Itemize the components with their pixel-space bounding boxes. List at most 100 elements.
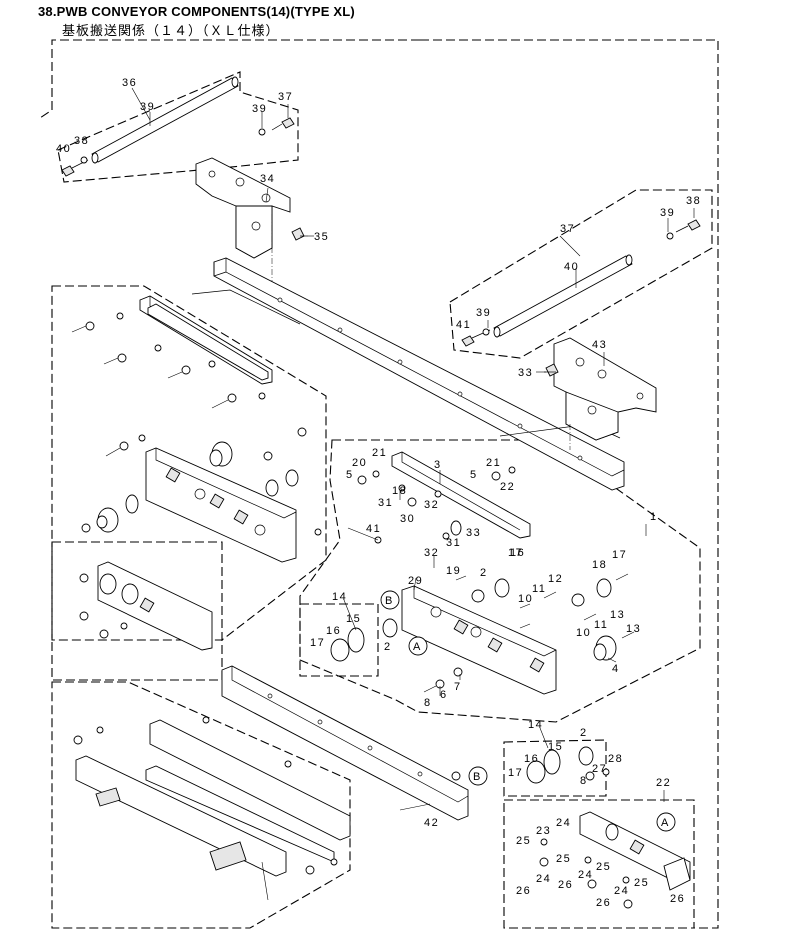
callout-4: 4 xyxy=(612,663,620,675)
callout-17-right: 17 xyxy=(612,549,627,561)
callout-8-center: 8 xyxy=(424,697,432,709)
callout-14-lower: 15 xyxy=(548,741,563,753)
callout-10-upper: 11 xyxy=(532,583,546,595)
ref-marker-label: A xyxy=(413,641,422,653)
callout-25-a: 24 xyxy=(556,817,571,829)
bolt-36 xyxy=(291,227,308,241)
screw-38-right xyxy=(675,219,701,233)
ref-marker-label: B xyxy=(385,595,394,607)
ref-marker-label: B xyxy=(473,771,482,783)
callout-35: 34 xyxy=(260,173,275,185)
callout-2-center: 2 xyxy=(480,567,488,579)
callout-32-upper: 31 xyxy=(378,497,393,509)
callout-42: 41 xyxy=(366,523,381,535)
callout-2-group13: 2 xyxy=(384,641,392,653)
callout-14-center: 15 xyxy=(346,613,361,625)
group-13-center-parts xyxy=(330,618,398,662)
washer-39-left-top xyxy=(258,128,266,136)
callout-18-center: 17 xyxy=(508,547,523,559)
group-13-center-boundary xyxy=(299,603,379,677)
callout-9-upper: 10 xyxy=(518,593,533,605)
left-upper-fasteners xyxy=(71,312,322,536)
callout-41-left: 40 xyxy=(56,143,71,155)
ref-marker-label: A xyxy=(661,817,670,829)
lower-long-beam-43 xyxy=(221,665,469,821)
callout-31-lower: 31 xyxy=(446,537,461,549)
bracket-44 xyxy=(553,337,657,450)
callout-15-center: 16 xyxy=(326,625,341,637)
callout-39-right: 39 xyxy=(476,307,491,319)
left-conveyor-rail xyxy=(139,295,273,385)
callout-24-a: 23 xyxy=(536,825,551,837)
left-side-plate xyxy=(145,447,297,563)
center-conveyor-rail-3 xyxy=(391,451,531,539)
center-right-hardware xyxy=(455,573,635,661)
callout-1: 1 xyxy=(650,511,658,523)
callout-19: 18 xyxy=(392,485,407,497)
callout-8-lower: 8 xyxy=(580,775,588,787)
callout-27: 26 xyxy=(670,893,685,905)
bracket-35 xyxy=(195,157,291,282)
ref-marker-b-lower: B xyxy=(468,766,488,786)
callout-11-lower: 13 xyxy=(610,609,625,621)
group-13-lower-boundary xyxy=(503,739,607,797)
page-subtitle: 基板搬送関係（１４）（ＸＬ仕様） xyxy=(62,24,280,39)
washer-39-right-top xyxy=(666,232,674,240)
center-right-group-boundary xyxy=(299,439,701,723)
callout-28: 27 xyxy=(592,763,607,775)
callout-12: 13 xyxy=(626,623,641,635)
left-top-boundary xyxy=(39,39,420,119)
callout-labels: 36 39 39 37 38 40 34 35 37 40 39 38 39 4… xyxy=(56,77,701,909)
callout-2-lower: 2 xyxy=(580,727,588,739)
callout-23: 22 xyxy=(656,777,671,789)
ref-marker-b-upper: B xyxy=(380,590,400,610)
center-fasteners xyxy=(357,466,516,544)
callout-31-upper: 30 xyxy=(400,513,415,525)
callout-22-right: 22 xyxy=(500,481,515,493)
group-37-left-boundary xyxy=(57,71,299,183)
ref-marker-a-lower: A xyxy=(656,812,676,832)
callout-17-center: 16 xyxy=(510,547,525,559)
callout-26-b: 26 xyxy=(516,885,531,897)
callout-40-right: 40 xyxy=(564,261,579,273)
group-37-right-boundary xyxy=(449,189,713,359)
shaft-40-right xyxy=(493,254,633,338)
callout-41-right: 41 xyxy=(456,319,471,331)
ref-marker-a-upper: A xyxy=(408,636,428,656)
lower-beam-screw xyxy=(451,771,461,781)
callout-33-upper: 32 xyxy=(424,499,439,511)
callout-26-a: 25 xyxy=(516,835,531,847)
callout-34: 33 xyxy=(518,367,533,379)
callout-13-lower: 14 xyxy=(528,719,543,731)
group-23-boundary xyxy=(503,799,695,929)
callout-11-upper: 12 xyxy=(548,573,563,585)
callout-24-d: 24 xyxy=(614,885,629,897)
main-frame-beam xyxy=(191,257,625,491)
callout-29: 28 xyxy=(608,753,623,765)
callout-9-lower: 10 xyxy=(576,627,591,639)
callout-30: 29 xyxy=(408,575,423,587)
callout-36: 35 xyxy=(314,231,329,243)
center-side-plate-30 xyxy=(401,585,557,695)
bracket-23-assembly xyxy=(539,811,691,909)
callout-21-right: 21 xyxy=(486,457,501,469)
callout-22-left: 21 xyxy=(372,447,387,459)
callout-37-right: 37 xyxy=(560,223,575,235)
callout-38-right: 38 xyxy=(686,195,701,207)
group-13-lower-parts xyxy=(526,746,610,784)
callout-leader-lines xyxy=(131,87,695,811)
callout-43: 42 xyxy=(424,817,439,829)
callout-25-d: 25 xyxy=(634,877,649,889)
callout-13-center: 14 xyxy=(332,591,347,603)
washer-39-left xyxy=(80,156,88,164)
lower-left-plate-assembly xyxy=(73,716,351,901)
callout-7: 7 xyxy=(454,681,462,693)
callout-3: 3 xyxy=(434,459,442,471)
callout-15-lower: 16 xyxy=(524,753,539,765)
callout-39-left: 38 xyxy=(74,135,89,147)
overall-assembly-boundary xyxy=(420,39,719,929)
callout-25-c: 25 xyxy=(596,861,611,873)
callout-16-lower: 17 xyxy=(508,767,523,779)
left-lower-plate xyxy=(79,561,213,651)
